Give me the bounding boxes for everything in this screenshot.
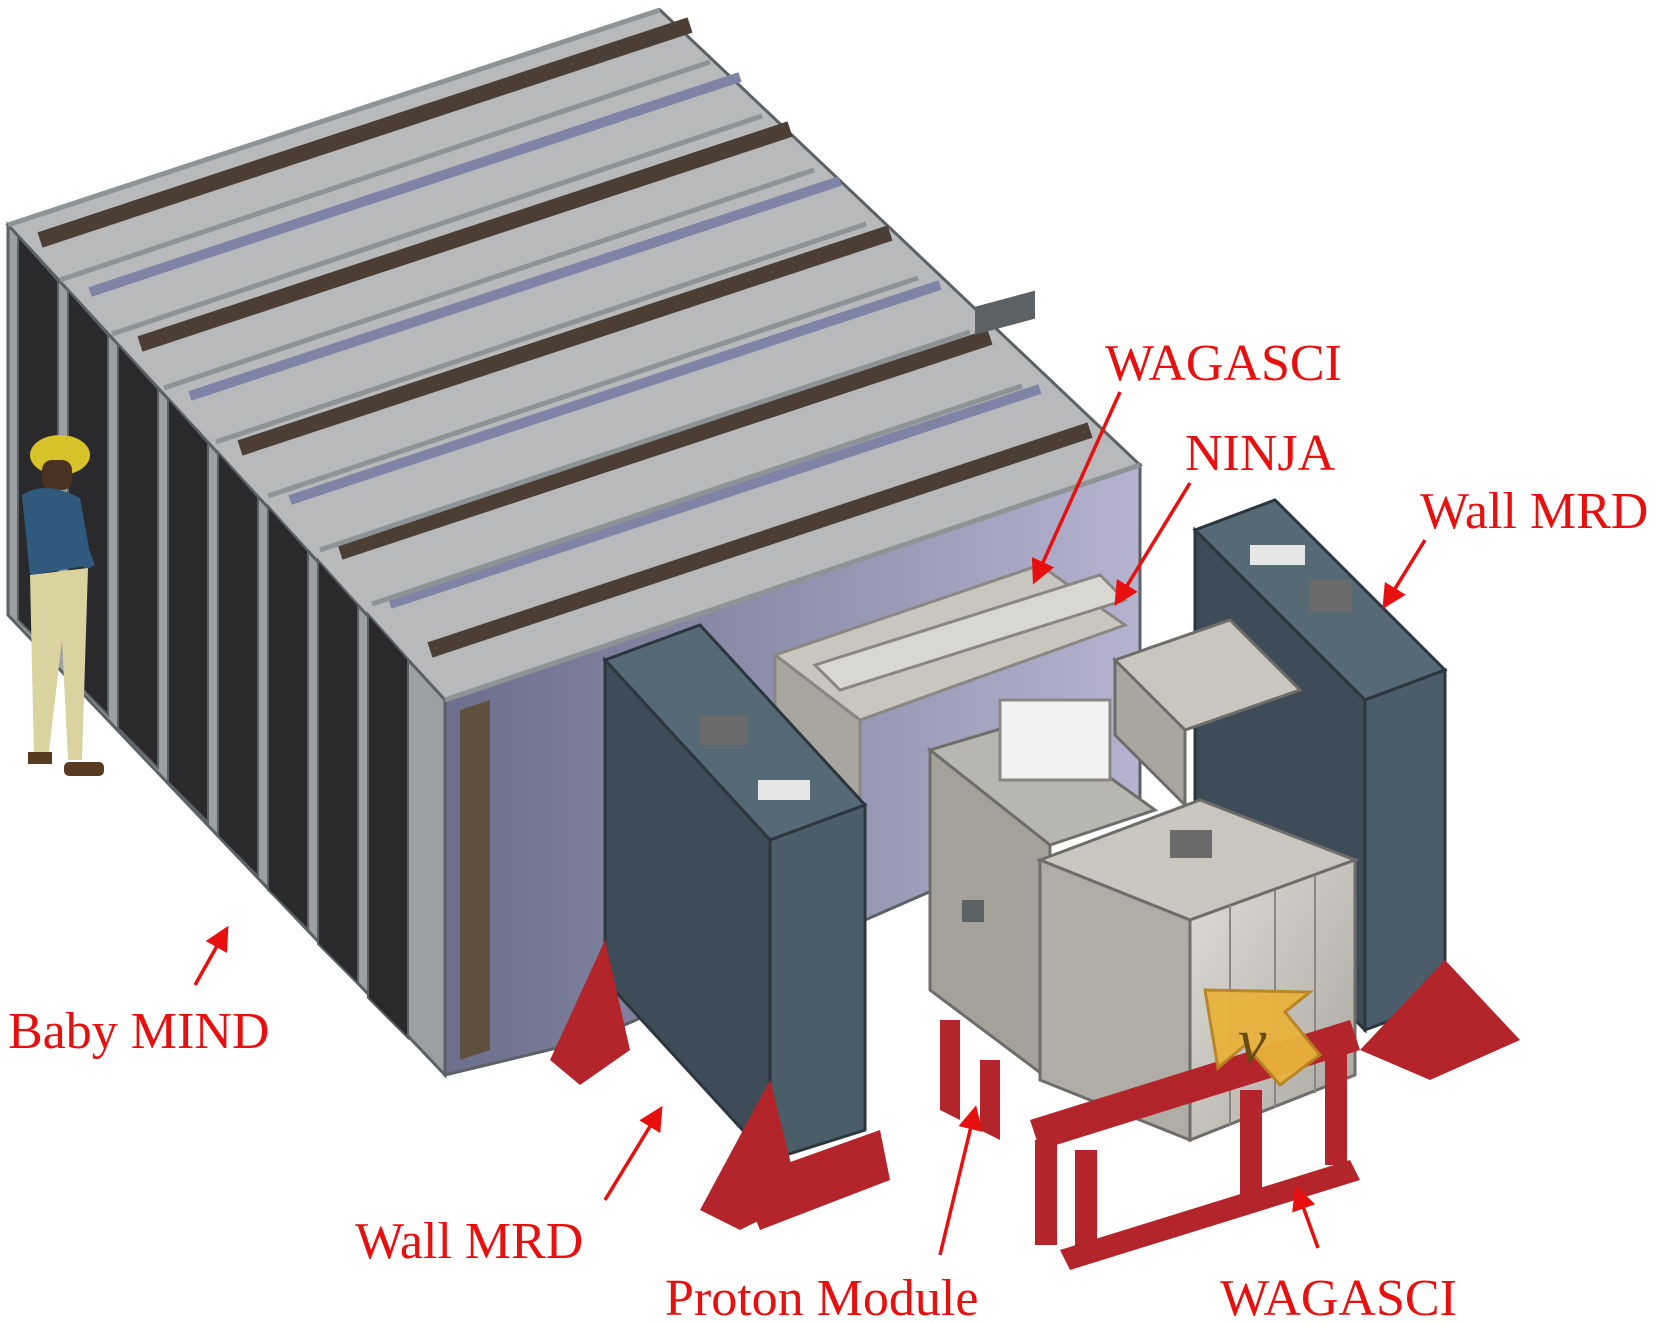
label-baby-mind: Baby MIND [8,1003,269,1060]
wagasci-lower-module [1030,798,1360,1270]
baby-mind-top-rails [37,17,1093,658]
label-wagasci-top: WAGASCI [1105,335,1342,392]
label-wall-mrd-left: Wall MRD [355,1213,583,1270]
arrow-wagasci-top [1031,391,1122,585]
neutrino-symbol: ν [1238,1005,1267,1076]
wall-mrd-right-support [1360,960,1520,1080]
worker-pants [30,568,88,760]
baby-mind-module-frames [17,233,409,1041]
component-labels: WAGASCI NINJA Wall MRD Baby MIND Wall MR… [8,335,1648,1325]
arrow-wall-mrd-left [603,1105,663,1201]
wagasci-upper-module [998,618,1303,809]
arrow-wall-mrd-right [1382,539,1427,610]
baby-mind-top-frame-edges [7,7,1141,703]
baby-mind-front-plate [460,700,490,1060]
wall-mrd-left-front [768,802,867,1163]
neutrino-direction-arrow-icon: ν [1203,988,1323,1088]
arrow-ninja [1114,482,1192,607]
arrow-wagasci-bottom [1292,1185,1320,1249]
label-proton-module: Proton Module [665,1270,978,1325]
person-with-hardhat-icon [22,435,104,776]
arrow-proton-module [938,1105,983,1256]
label-arrows [193,391,1427,1256]
proton-module [926,718,1159,1140]
wall-mrd-left-support [550,940,630,1085]
wall-mrd-left [550,623,890,1230]
label-wagasci-bottom: WAGASCI [1220,1270,1457,1325]
label-wall-mrd-right: Wall MRD [1420,483,1648,540]
arrow-baby-mind [193,925,229,986]
worker-shirt [22,488,92,575]
label-ninja: NINJA [1185,425,1336,482]
